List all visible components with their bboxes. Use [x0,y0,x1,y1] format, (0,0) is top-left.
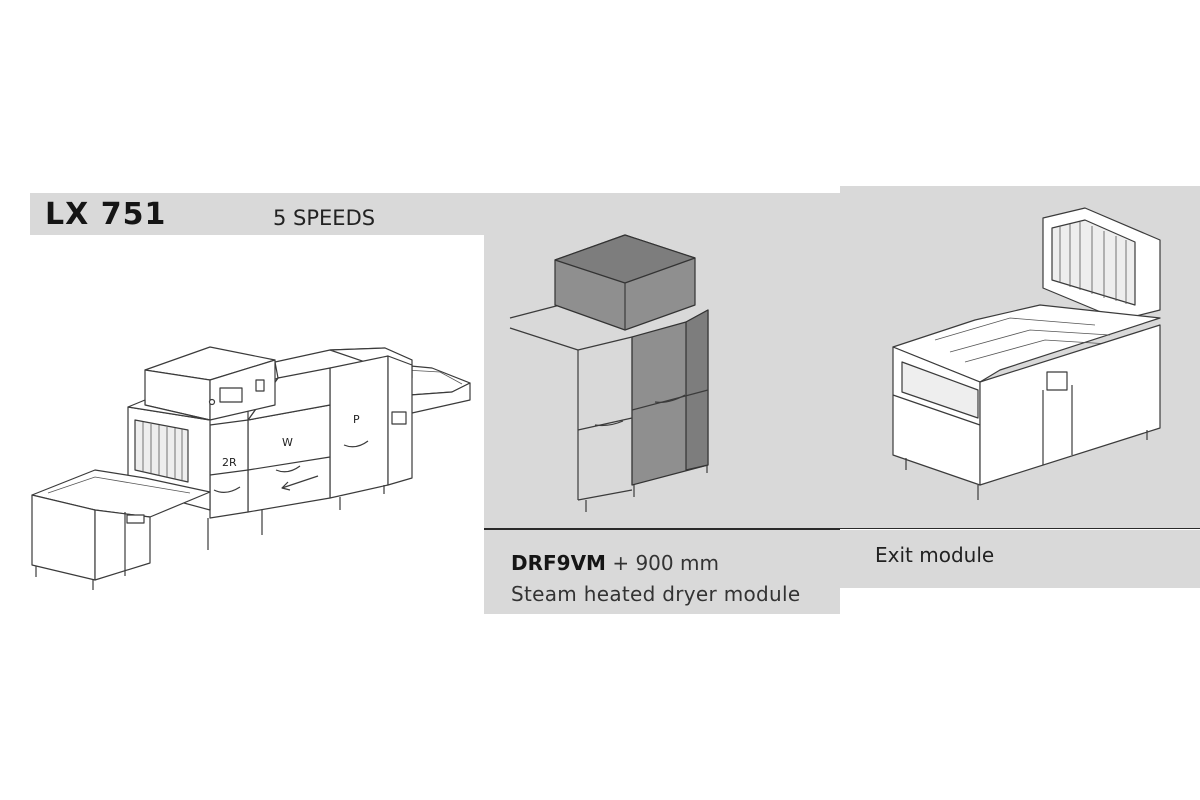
zone-label-w: W [282,436,293,449]
speeds-label: 5 SPEEDS [273,206,376,230]
dryer-dimension: + 900 mm [612,551,719,575]
header-band [30,193,840,235]
zone-label-2r: 2R [222,456,237,469]
dryer-description: Steam heated dryer module [511,582,801,606]
exit-module-label: Exit module [875,543,995,567]
dryer-caption-panel [484,530,840,614]
model-name: LX 751 [45,197,167,232]
dryer-caption-rule [484,528,840,530]
exit-caption-rule [840,528,1200,529]
dryer-title: DRF9VM + 900 mm [511,549,719,577]
zone-label-p: P [353,413,360,426]
exit-caption-panel [840,530,1200,588]
dryer-code: DRF9VM [511,551,606,575]
